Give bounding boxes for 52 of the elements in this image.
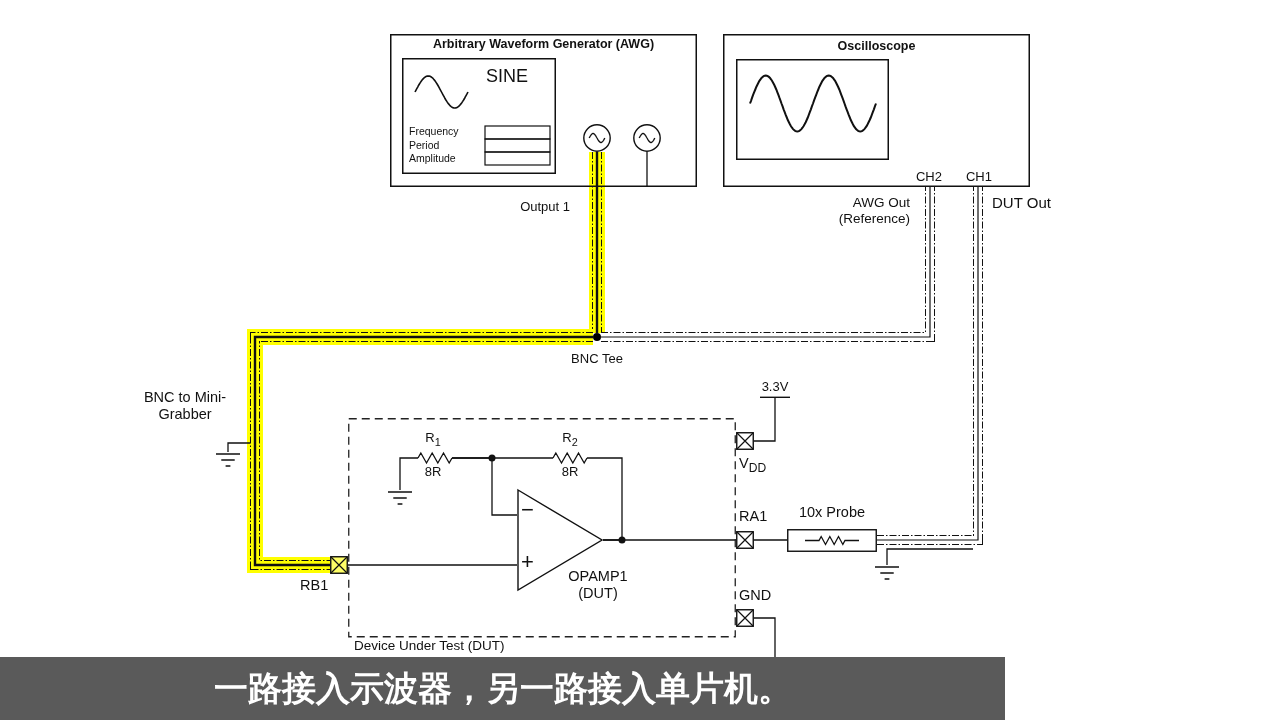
resistor-label: R$_{2}$ (561, 431, 579, 449)
output-connector (583, 124, 611, 152)
display-panel (402, 58, 556, 174)
wire (753, 397, 776, 442)
resistor-symbol (418, 452, 452, 464)
scope-screen (736, 59, 889, 160)
pin-terminal (736, 531, 754, 549)
pin-terminal (330, 556, 348, 574)
instrument-box (390, 34, 697, 187)
resistor-value: 8R (423, 465, 443, 480)
instrument-box (723, 34, 1030, 187)
ground-symbol (875, 565, 899, 581)
board-label: Device Under Test (DUT) (354, 638, 506, 654)
wire (227, 442, 251, 453)
resistor-value: 8R (560, 465, 580, 480)
panel-title: Arbitrary Waveform Generator (AWG) (431, 37, 656, 52)
subtitle-caption: 一路接入示波器，另一路接入单片机。 (0, 657, 1005, 720)
wire (399, 457, 419, 491)
panel-title: Oscilloscope (836, 39, 917, 54)
board-outline (348, 418, 736, 654)
output-connector (633, 124, 661, 152)
channel-label: CH2 (912, 169, 946, 186)
ground-symbol (216, 452, 240, 468)
pin-terminal (736, 609, 754, 627)
coax-cable (876, 185, 983, 545)
supply-label: 3.3V (760, 380, 790, 395)
wire (602, 539, 737, 541)
pin-label: GND (739, 587, 773, 604)
channel-label: CH1 (963, 169, 995, 186)
input-sign: − (521, 497, 534, 523)
coax-cable (247, 329, 593, 573)
parameter-list: Frequency Period Amplitude (409, 125, 471, 166)
wire (753, 539, 788, 541)
opamp-label: OPAMP1 (DUT) (567, 568, 629, 602)
pin-label: V$_{DD}$ (739, 455, 768, 476)
pin-label: RB1 (300, 577, 330, 594)
pin-terminal (736, 432, 754, 450)
tee-label: BNC Tee (570, 352, 624, 367)
ground-symbol (388, 490, 412, 506)
probe-box (787, 529, 877, 552)
input-sign: + (521, 549, 534, 575)
pin-label: RA1 (739, 508, 769, 525)
resistor-symbol (553, 452, 587, 464)
wire (347, 564, 518, 566)
probe-label: 10x Probe (797, 504, 867, 521)
wire (886, 548, 974, 566)
waveform-label: SINE (486, 66, 528, 87)
tee-junction (593, 333, 601, 341)
wire (451, 457, 518, 516)
coax-cable (600, 185, 935, 342)
resistor-label: R$_{1}$ (424, 431, 442, 449)
coax-cable (589, 152, 605, 333)
